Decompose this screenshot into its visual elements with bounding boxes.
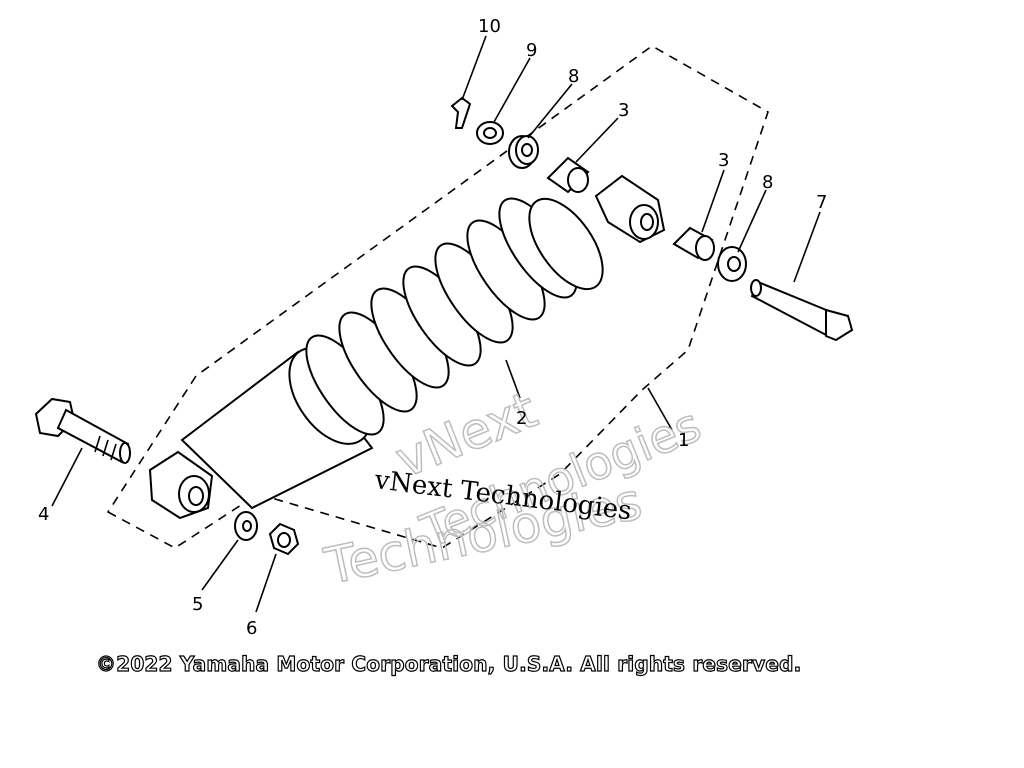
washer-9-part (476, 121, 504, 145)
bushing-8-upper-part (508, 135, 539, 169)
bolt-part (34, 397, 131, 464)
collar-3-upper-part (546, 156, 590, 194)
nut-6-part (268, 522, 300, 556)
cotter-pin-part (450, 96, 472, 129)
assembly-boundary (106, 45, 769, 549)
callout-9: 9 (526, 40, 537, 61)
callout-10: 10 (478, 16, 501, 37)
washer-8-right-part (717, 246, 747, 282)
callout-6: 6 (246, 618, 257, 639)
copyright-notice: ©2022 Yamaha Motor Corporation, U.S.A. A… (95, 651, 802, 676)
callout-5: 5 (192, 594, 203, 615)
callout-3-upper: 3 (618, 100, 629, 121)
callout-8-upper: 8 (568, 66, 579, 87)
spring-part (305, 197, 604, 436)
callout-3-right: 3 (718, 150, 729, 171)
callout-2: 2 (516, 408, 527, 429)
callout-4: 4 (38, 504, 49, 525)
pin-7-part (750, 279, 854, 342)
leader-lines (51, 35, 821, 613)
callout-1: 1 (678, 430, 689, 451)
callout-8-right: 8 (762, 172, 773, 193)
collar-3-right-part (672, 226, 715, 261)
watermark: vNext Technologies Technologies vNext Te… (319, 380, 709, 597)
callout-numbers: 10 9 8 3 3 8 7 1 2 4 5 6 (38, 16, 827, 639)
washer-5-part (234, 511, 258, 541)
callout-7: 7 (816, 192, 827, 213)
shock-absorber-part (148, 174, 666, 520)
